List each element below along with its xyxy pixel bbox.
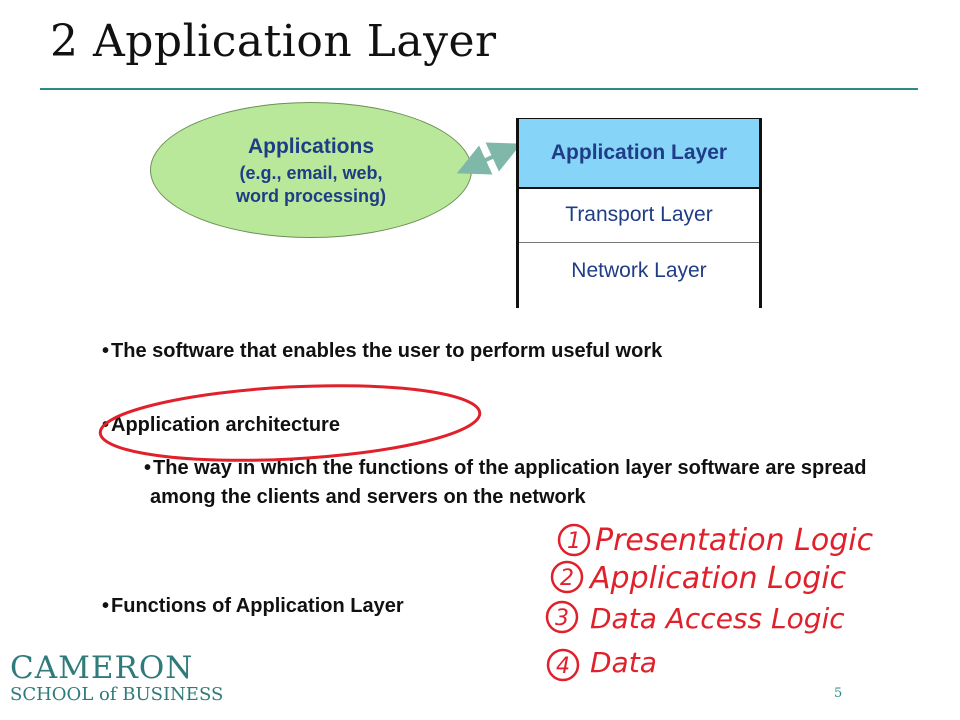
ink-application-logic: Application Logic <box>588 561 847 596</box>
applications-examples-line2: word processing) <box>235 186 387 206</box>
applications-heading: Applications <box>247 135 374 158</box>
ink-number-2-circle <box>550 560 584 594</box>
page-number: 5 <box>834 686 843 701</box>
bullet-functions: Functions of Application Layer <box>102 595 404 618</box>
ink-number-1-circle <box>557 523 591 557</box>
slide-title: 2 Application Layer <box>50 16 497 67</box>
ink-presentation-logic: Presentation Logic <box>595 523 874 558</box>
bullet-software-definition: The software that enables the user to pe… <box>102 340 662 363</box>
logo-line-1: CAMERON <box>10 650 194 686</box>
ink-data-access-logic: Data Access Logic <box>590 602 845 635</box>
ink-number-4-circle <box>546 648 580 682</box>
ink-numeral-4: 4 <box>556 654 570 679</box>
title-divider <box>40 88 918 90</box>
ink-numeral-1: 1 <box>567 529 581 554</box>
ink-data: Data <box>590 646 657 679</box>
sub-bullet-architecture-definition: The way in which the functions of the ap… <box>150 454 870 512</box>
protocol-stack: Application Layer Transport Layer Networ… <box>516 118 762 308</box>
red-circle-annotation <box>98 384 482 462</box>
ink-number-3-circle <box>545 600 579 634</box>
logo-line-2: SCHOOL of BUSINESS <box>10 684 224 705</box>
applications-ellipse: Applications (e.g., email, web, word pro… <box>150 102 472 238</box>
network-layer-box: Network Layer <box>571 259 707 282</box>
ink-numeral-2: 2 <box>560 566 574 591</box>
applications-examples-line1: (e.g., email, web, <box>239 163 383 183</box>
transport-layer-box: Transport Layer <box>519 188 759 243</box>
bullet-application-architecture: Application architecture <box>102 414 340 437</box>
application-layer-box: Application Layer <box>519 118 759 189</box>
ink-numeral-3: 3 <box>555 606 569 631</box>
cameron-logo: CAMERON SCHOOL of BUSINESS <box>10 650 223 705</box>
